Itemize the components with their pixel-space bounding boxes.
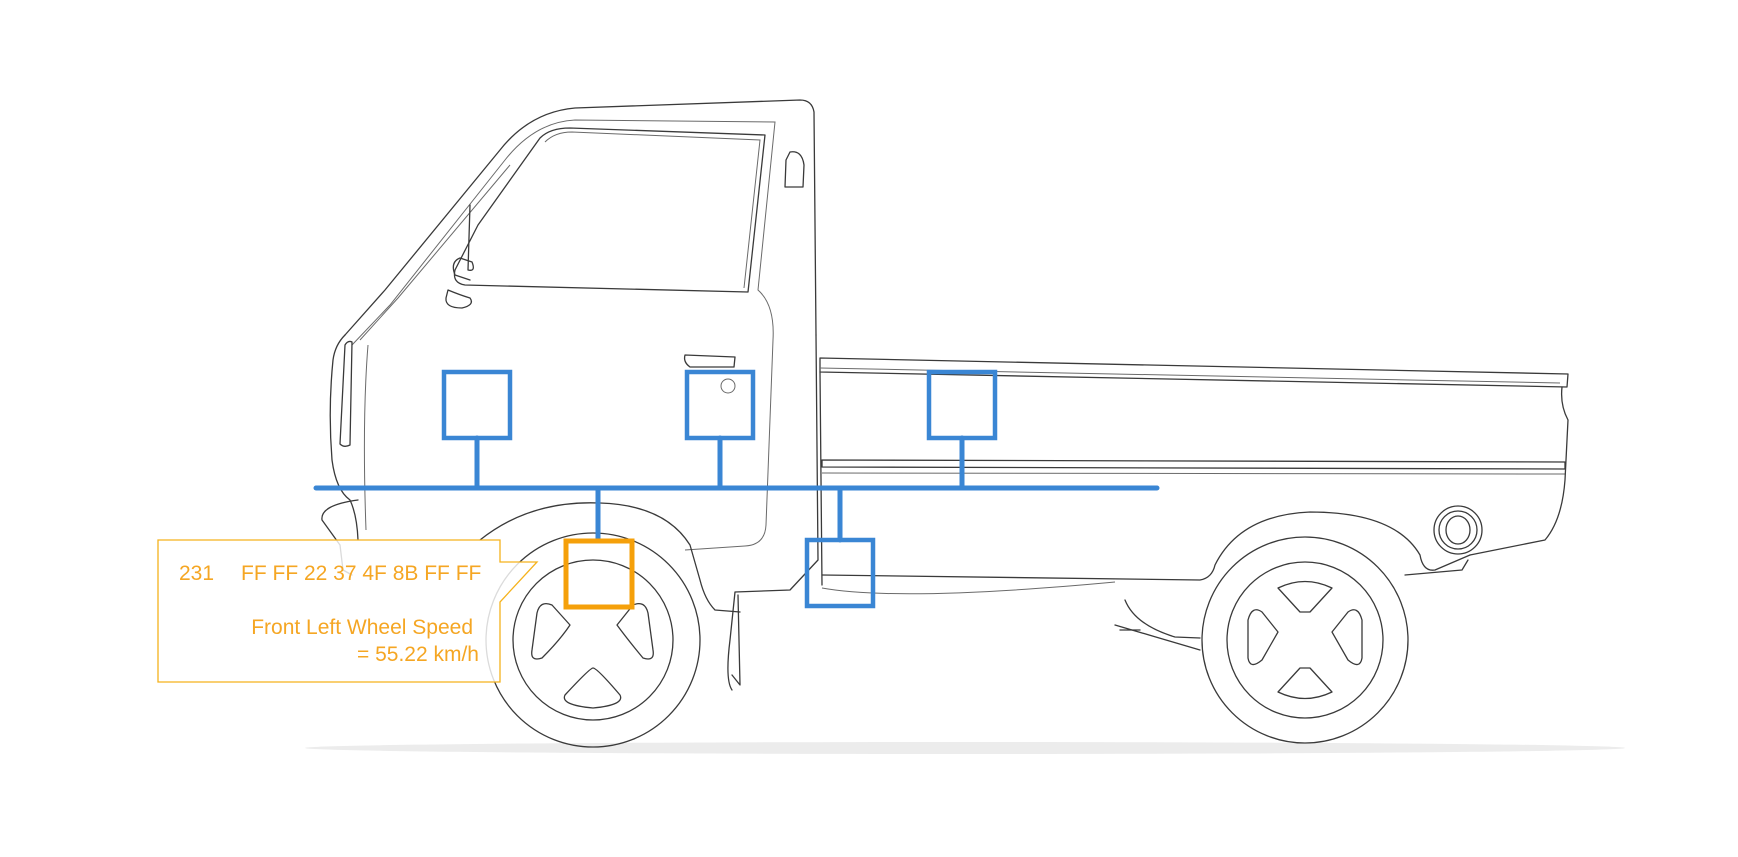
signal-name-text: Front Left Wheel Speed — [251, 616, 473, 639]
ecu-node-cab-front[interactable] — [441, 369, 513, 441]
can-bus — [313, 435, 1160, 543]
ecu-node-front-left-wheel[interactable] — [563, 538, 635, 610]
signal-callout: 231 FF FF 22 37 4F 8B FF FF Front Left W… — [157, 539, 539, 683]
ground-shadow — [305, 742, 1625, 754]
callout-box — [157, 539, 539, 683]
signal-value-text: = 55.22 km/h — [357, 643, 479, 666]
ecu-node-chassis[interactable] — [804, 537, 876, 609]
can-id-text: 231 — [179, 562, 214, 585]
ecu-node-cargo[interactable] — [926, 369, 998, 441]
ecu-node-cab-door[interactable] — [684, 369, 756, 441]
can-bytes-text: FF FF 22 37 4F 8B FF FF — [241, 562, 481, 585]
